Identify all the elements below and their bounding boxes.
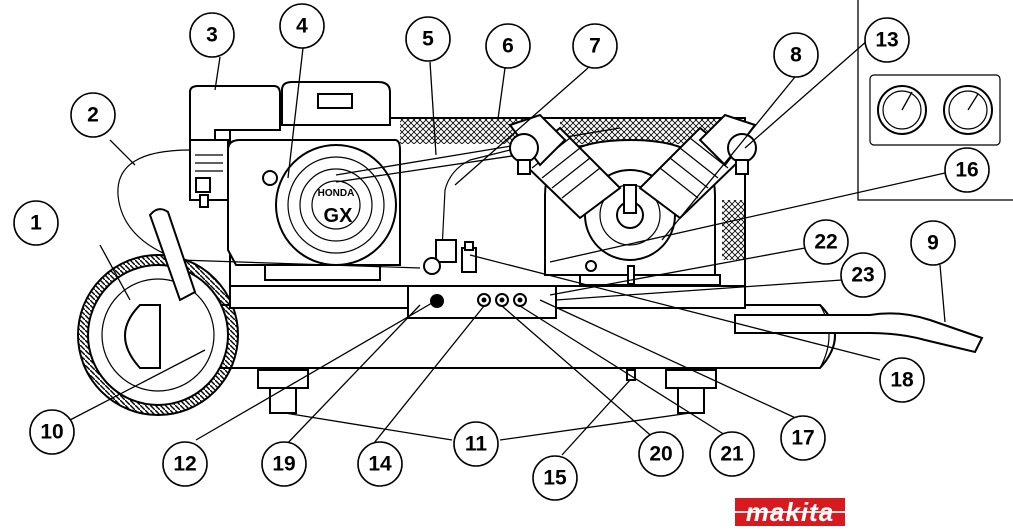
svg-text:15: 15 bbox=[543, 467, 567, 490]
handle bbox=[734, 312, 984, 354]
svg-text:4: 4 bbox=[296, 15, 308, 38]
makita-logo: makita bbox=[735, 498, 845, 526]
callout-4: 4 bbox=[279, 3, 325, 49]
svg-text:16: 16 bbox=[955, 159, 978, 182]
callout-23: 23 bbox=[840, 252, 886, 298]
callout-8: 8 bbox=[773, 32, 819, 78]
svg-text:18: 18 bbox=[890, 369, 914, 392]
callout-14: 14 bbox=[357, 441, 403, 487]
svg-text:3: 3 bbox=[206, 24, 218, 47]
svg-text:23: 23 bbox=[851, 264, 874, 287]
air-tank bbox=[159, 304, 836, 369]
air-filter bbox=[189, 85, 281, 208]
callout-3: 3 bbox=[189, 12, 235, 58]
callout-16: 16 bbox=[944, 147, 990, 193]
compressor-pump bbox=[508, 113, 757, 286]
svg-text:5: 5 bbox=[422, 28, 434, 51]
svg-text:11: 11 bbox=[465, 433, 488, 456]
throttle-cable bbox=[117, 149, 421, 269]
wheel-bracket bbox=[148, 208, 197, 302]
callout-5: 5 bbox=[405, 16, 451, 62]
rubber-feet bbox=[257, 369, 717, 414]
svg-text:22: 22 bbox=[814, 231, 837, 254]
callout-22: 22 bbox=[803, 219, 849, 265]
svg-text:1: 1 bbox=[30, 212, 42, 235]
svg-text:20: 20 bbox=[649, 443, 672, 466]
svg-text:2: 2 bbox=[87, 104, 99, 127]
callout-6: 6 bbox=[485, 23, 531, 69]
callout-15: 15 bbox=[532, 455, 578, 501]
svg-text:19: 19 bbox=[272, 453, 295, 476]
svg-text:8: 8 bbox=[790, 44, 802, 67]
svg-text:7: 7 bbox=[589, 35, 601, 58]
svg-text:10: 10 bbox=[40, 421, 63, 444]
callout-21: 21 bbox=[709, 431, 755, 477]
callout-20: 20 bbox=[638, 431, 684, 477]
wheel bbox=[77, 254, 239, 416]
svg-text:13: 13 bbox=[875, 29, 898, 52]
leader-lines bbox=[69, 39, 946, 456]
control-panel bbox=[407, 284, 557, 319]
callout-13: 13 bbox=[864, 17, 910, 63]
engine: HONDA GX bbox=[227, 81, 401, 281]
svg-text:9: 9 bbox=[927, 232, 939, 255]
callout-18: 18 bbox=[879, 357, 925, 403]
callout-11: 11 bbox=[453, 421, 499, 467]
engine-brand: HONDA bbox=[318, 188, 355, 199]
callout-10: 10 bbox=[29, 409, 75, 455]
pressure-switch bbox=[423, 149, 511, 275]
svg-text:14: 14 bbox=[368, 453, 392, 476]
svg-text:21: 21 bbox=[720, 443, 744, 466]
drain-valve bbox=[626, 369, 636, 381]
callout-2: 2 bbox=[70, 92, 116, 138]
gauge-inset bbox=[857, 0, 1013, 201]
svg-text:17: 17 bbox=[791, 427, 814, 450]
callout-7: 7 bbox=[572, 23, 618, 69]
callout-1: 1 bbox=[13, 200, 59, 246]
callout-12: 12 bbox=[162, 441, 208, 487]
svg-text:12: 12 bbox=[173, 453, 196, 476]
svg-text:6: 6 bbox=[502, 35, 514, 58]
engine-model: GX bbox=[324, 205, 354, 227]
callout-19: 19 bbox=[261, 441, 307, 487]
callout-17: 17 bbox=[780, 415, 826, 461]
callout-9: 9 bbox=[910, 220, 956, 266]
